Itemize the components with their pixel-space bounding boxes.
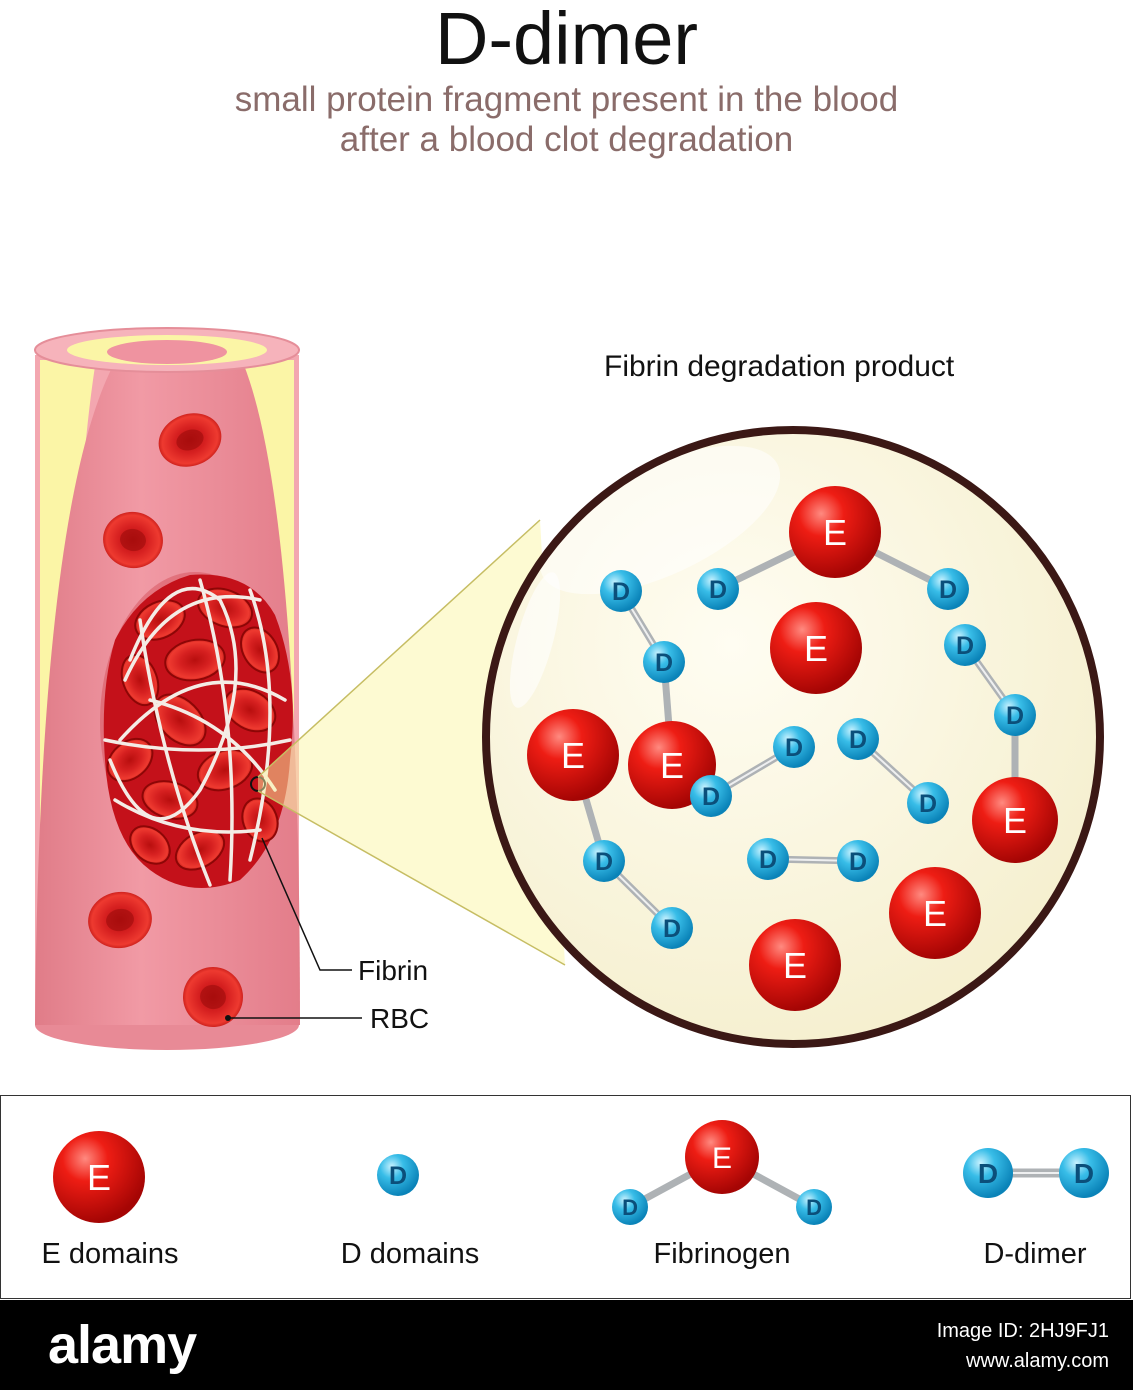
svg-text:D: D [702,783,720,811]
e-domain-sphere: E [749,919,841,1011]
footer-brand-logo: alamy [48,1315,197,1375]
vessel-top-lumen [107,340,227,364]
svg-text:D: D [612,578,630,606]
fibrin-mesh [103,578,292,887]
d-domain-sphere: D [651,907,693,949]
zoom-circle-border [482,426,1104,1048]
zoom-cone [258,520,565,965]
red-blood-cells [88,413,243,1027]
d-dimer-diagram: E E E E E E E D D D D D D D D D D D D [34,327,1104,1050]
rbc-callout-label: RBC [370,1003,430,1034]
svg-text:D: D [663,915,681,943]
svg-text:D: D [622,1195,638,1220]
svg-text:E: E [660,745,684,786]
rbc-callout-dot [225,1015,231,1021]
watermark-footer: alamy Image ID: 2HJ9FJ1 www.alamy.com [0,1300,1133,1390]
e-domain-sphere: E [889,867,981,959]
legend-box [0,1095,1131,1299]
svg-text:D: D [759,846,777,874]
rbc-cell [103,511,163,569]
fibrin-callout-label: Fibrin [358,955,429,986]
footer-url: www.alamy.com [966,1350,1109,1372]
fibrin-degradation-label: Fibrin degradation product [604,350,955,383]
svg-text:D: D [978,1158,998,1189]
svg-text:D: D [806,1195,822,1220]
legend-d-dimer-icon: D D [963,1148,1109,1198]
fibrin-callout-line [261,837,352,971]
svg-text:D: D [389,1162,407,1190]
e-domains: E E E E E E E [527,486,1058,1011]
svg-text:E: E [783,945,807,986]
d-domain-sphere: D [583,840,625,882]
svg-text:D: D [956,632,974,660]
d-domain-sphere: D [907,782,949,824]
legend-e-domain-icon: E [53,1131,145,1223]
d-domain-sphere: D [747,838,789,880]
svg-text:D: D [1006,702,1024,730]
e-domain-sphere: E [527,709,619,801]
subtitle-line-2: after a blood clot degradation [339,120,794,159]
svg-text:E: E [1003,800,1027,841]
subtitle-line-1: small protein fragment present in the bl… [234,80,899,119]
d-domain-sphere: D [994,694,1036,736]
svg-text:E: E [823,512,847,553]
d-domain-sphere: D [837,718,879,760]
page-title: D-dimer [434,0,699,80]
legend-fibrinogen-icon: D D E [612,1120,832,1225]
footer-image-id: Image ID: 2HJ9FJ1 [936,1320,1109,1342]
svg-text:D: D [1074,1158,1094,1189]
d-domain-sphere: D [643,641,685,683]
d-domain-sphere: D [690,775,732,817]
d-domains: D D D D D D D D D D D D D D [583,568,1036,949]
e-domain-sphere: E [770,602,862,694]
page-subtitle: small protein fragment present in the bl… [0,80,1133,160]
svg-text:D: D [939,576,957,604]
svg-text:D: D [849,848,867,876]
rbc-cell [158,413,222,467]
svg-text:E: E [87,1157,111,1198]
d-domain-sphere: D [600,570,642,612]
svg-text:D: D [709,576,727,604]
legend-d-domains-label: D domains [340,1238,480,1270]
d-domain-sphere: D [944,624,986,666]
svg-text:D: D [919,790,937,818]
svg-text:E: E [712,1142,732,1175]
d-domain-sphere: D [697,568,739,610]
legend-fibrinogen-label: Fibrinogen [653,1238,791,1270]
rbc-cell [88,891,152,949]
e-domain-sphere: E [789,486,881,578]
svg-text:E: E [923,893,947,934]
svg-text:E: E [561,735,585,776]
svg-text:D: D [849,726,867,754]
svg-text:D: D [595,848,613,876]
d-domain-sphere: D [837,840,879,882]
svg-text:D: D [655,649,673,677]
svg-text:D: D [785,734,803,762]
legend-d-domain-icon: D [377,1154,419,1196]
blood-clot [100,572,293,888]
legend-d-dimer-label: D-dimer [983,1238,1087,1270]
d-domain-sphere: D [927,568,969,610]
e-domain-sphere: E [972,777,1058,863]
legend-icons: E D D D E D D [53,1120,1109,1225]
svg-text:E: E [804,628,828,669]
zoom-line-bottom [257,790,566,966]
d-domain-sphere: D [773,726,815,768]
legend-e-domains-label: E domains [41,1238,179,1270]
rbc-cell [183,967,243,1027]
zoom-line-top [257,519,541,778]
